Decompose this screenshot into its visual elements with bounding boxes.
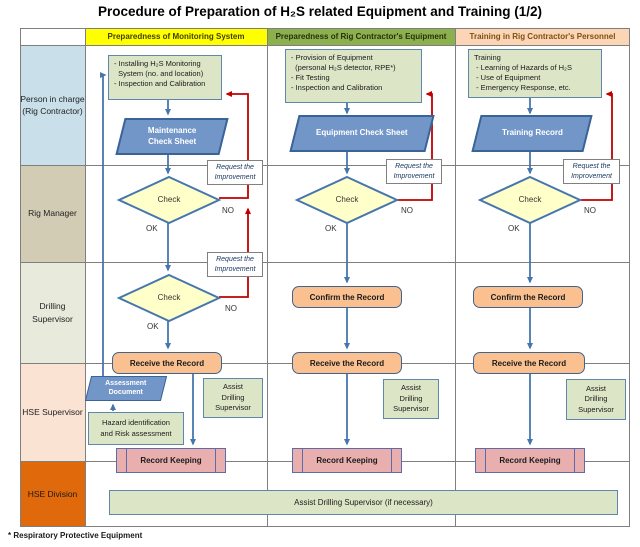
- task-box-equipment: - Provision of Equipment (personal H₂S d…: [285, 49, 422, 103]
- doc-maintenance-label: Maintenance Check Sheet: [147, 125, 197, 146]
- task-box-monitoring: - Installing H₂S Monitoring System (no. …: [108, 55, 222, 100]
- label-ok-4: OK: [508, 224, 520, 233]
- role-cell-person-in-charge: Person in charge (Rig Contractor): [20, 45, 85, 165]
- label-no-4: NO: [584, 206, 596, 215]
- confirm-record-box-2: Confirm the Record: [292, 286, 402, 308]
- decision-check-2: Check: [157, 293, 181, 302]
- request-improvement-box-3: Request the Improvement: [386, 159, 442, 184]
- request-improvement-box-2: Request the Improvement: [207, 252, 263, 277]
- task-box-training: Training - Learning of Hazards of H₂S - …: [468, 49, 602, 98]
- page-title: Procedure of Preparation of H₂S related …: [97, 4, 543, 19]
- footnote: * Respiratory Protective Equipment: [8, 531, 143, 540]
- role-cell-rig-manager: Rig Manager: [20, 165, 85, 262]
- label-ok-3: OK: [325, 224, 337, 233]
- decision-check-4: Check: [518, 195, 542, 204]
- hazard-identification-box: Hazard identification and Risk assessmen…: [88, 412, 184, 445]
- lane-header-monitoring: Preparedness of Monitoring System: [85, 28, 267, 45]
- request-improvement-box-4: Request the Improvement: [563, 159, 620, 184]
- decision-check-3: Check: [335, 195, 359, 204]
- role-cell-hse-division: HSE Division: [20, 461, 85, 527]
- receive-record-box-2: Receive the Record: [292, 352, 402, 374]
- label-no-3: NO: [401, 206, 413, 215]
- lane-header-equipment: Preparedness of Rig Contractor's Equipme…: [267, 28, 455, 45]
- assessment-document: Assessment Document: [84, 376, 168, 401]
- doc-training-record: Training Record: [471, 115, 593, 152]
- assist-drilling-supervisor-box-2: Assist Drilling Supervisor: [383, 379, 439, 419]
- role-cell-hse-supervisor: HSE Supervisor: [20, 363, 85, 461]
- assist-if-necessary-box: Assist Drilling Supervisor (if necessary…: [109, 490, 618, 515]
- record-keeping-box-1: Record Keeping: [116, 448, 226, 473]
- decision-check-1: Check: [157, 195, 181, 204]
- role-cell-drilling-supervisor: Drilling Supervisor: [20, 262, 85, 363]
- doc-maintenance-check-sheet: Maintenance Check Sheet: [115, 118, 229, 155]
- lane-header-training: Training in Rig Contractor's Personnel: [455, 28, 630, 45]
- record-keeping-box-3: Record Keeping: [475, 448, 585, 473]
- request-improvement-box-1: Request the Improvement: [207, 160, 263, 185]
- assessment-document-label: Assessment Document: [105, 380, 147, 397]
- label-no-2: NO: [225, 304, 237, 313]
- assist-drilling-supervisor-box-3: Assist Drilling Supervisor: [566, 379, 626, 420]
- label-ok-2: OK: [147, 322, 159, 331]
- receive-record-box-3: Receive the Record: [473, 352, 585, 374]
- record-keeping-box-2: Record Keeping: [292, 448, 402, 473]
- assist-drilling-supervisor-box-1: Assist Drilling Supervisor: [203, 378, 263, 418]
- doc-equipment-check-sheet: Equipment Check Sheet: [289, 115, 435, 152]
- doc-equipment-label: Equipment Check Sheet: [316, 128, 408, 138]
- doc-training-label: Training Record: [501, 128, 563, 138]
- receive-record-box-1: Receive the Record: [112, 352, 222, 374]
- label-no-1: NO: [222, 206, 234, 215]
- confirm-record-box-3: Confirm the Record: [473, 286, 583, 308]
- label-ok-1: OK: [146, 224, 158, 233]
